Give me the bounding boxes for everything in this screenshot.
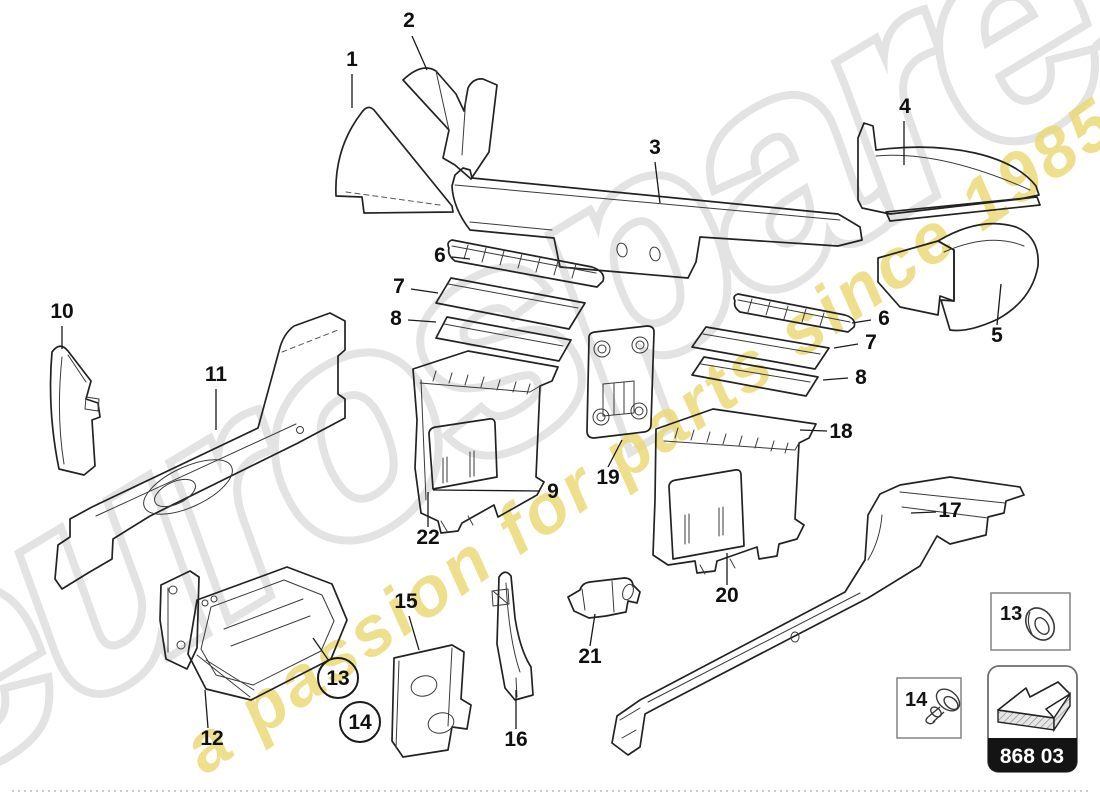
part-19-plate <box>586 325 655 439</box>
leader-line-part-8 <box>407 319 437 323</box>
callout-circle-part-14 <box>339 701 381 743</box>
part-label-20: 20 <box>715 584 738 607</box>
leader-line-part-7 <box>833 343 859 349</box>
part-label-12: 12 <box>200 727 223 750</box>
leader-line-part-17 <box>910 511 937 514</box>
legend-14-label: 14 <box>905 689 928 711</box>
part-20-divider <box>668 469 745 560</box>
part-16-pillar-blade <box>491 571 534 701</box>
legend-box-13: 13 <box>990 592 1071 651</box>
part-label-19: 19 <box>596 466 619 489</box>
rivet-icon <box>925 688 961 725</box>
leader-line-part-21 <box>589 613 596 647</box>
grommet-icon <box>1024 607 1056 641</box>
leader-line-part-19 <box>607 439 623 468</box>
part-label-17: 17 <box>938 499 961 522</box>
part-label-13: 13 <box>326 667 349 690</box>
part-label-22: 22 <box>416 526 439 549</box>
legend-13-label: 13 <box>1000 603 1022 625</box>
part-label-5: 5 <box>991 324 1003 347</box>
part-label-10: 10 <box>50 300 73 323</box>
part-6-strip-right <box>733 293 856 333</box>
part-label-3: 3 <box>649 136 661 159</box>
part-8-pad-right <box>691 356 819 397</box>
part-10-pillar-trim <box>49 345 101 476</box>
leader-line-part-3 <box>654 161 661 204</box>
part-17-sill <box>611 476 1025 756</box>
part-code-text: 868 03 <box>1000 745 1064 768</box>
part-label-15: 15 <box>394 590 418 613</box>
part-label-8: 8 <box>855 366 867 389</box>
leader-line-part-13 <box>312 637 330 662</box>
badge-code-band <box>988 738 1077 772</box>
part-2-panel <box>402 67 498 180</box>
part-3-panel <box>451 167 863 279</box>
part-15-panel <box>391 644 472 758</box>
exploded-parts-artwork <box>49 67 1041 758</box>
part-6-strip-left <box>447 239 605 288</box>
part-label-21: 21 <box>578 645 602 668</box>
part-7-pad-right <box>691 326 830 370</box>
leader-line-part-8 <box>822 377 849 381</box>
part-label-9: 9 <box>547 480 559 503</box>
part-label-6: 6 <box>878 307 890 330</box>
leader-line-part-12 <box>204 689 209 729</box>
part-18-box <box>652 408 817 575</box>
part-5-panel <box>877 222 1039 332</box>
part-label-7: 7 <box>865 331 877 354</box>
part-label-14: 14 <box>348 711 372 734</box>
part-4-panel <box>857 122 1041 222</box>
part-21-bracket <box>567 577 641 619</box>
part-label-1: 1 <box>346 48 358 71</box>
leader-line-part-7 <box>410 288 439 294</box>
part-label-18: 18 <box>829 420 853 443</box>
callout-circle-part-13 <box>317 657 359 699</box>
part-label-2: 2 <box>403 9 415 32</box>
leader-line-part-5 <box>996 283 1002 326</box>
part-label-4: 4 <box>899 95 911 118</box>
part-label-16: 16 <box>504 728 527 751</box>
direction-arrow-icon <box>997 681 1071 733</box>
leader-line-part-6 <box>451 256 471 260</box>
part-label-8: 8 <box>390 307 402 330</box>
part-11-sill <box>54 312 346 590</box>
part-code-badge: 868 03 <box>987 665 1078 773</box>
part-8-pad-left <box>435 316 572 362</box>
part-label-7: 7 <box>393 275 405 298</box>
leader-line-part-2 <box>411 35 428 71</box>
leader-line-part-18 <box>799 429 828 432</box>
leader-line-part-9 <box>432 489 541 492</box>
part-label-11: 11 <box>205 363 228 386</box>
part-22-divider <box>428 418 498 490</box>
leader-line-part-15 <box>408 615 420 651</box>
part-label-6: 6 <box>434 244 446 267</box>
legend-box-14: 14 <box>896 677 962 739</box>
part-7-pad-left <box>435 277 586 330</box>
leader-line-part-6 <box>851 319 872 324</box>
part-1-panel <box>335 106 454 214</box>
part-9-box <box>412 350 559 534</box>
